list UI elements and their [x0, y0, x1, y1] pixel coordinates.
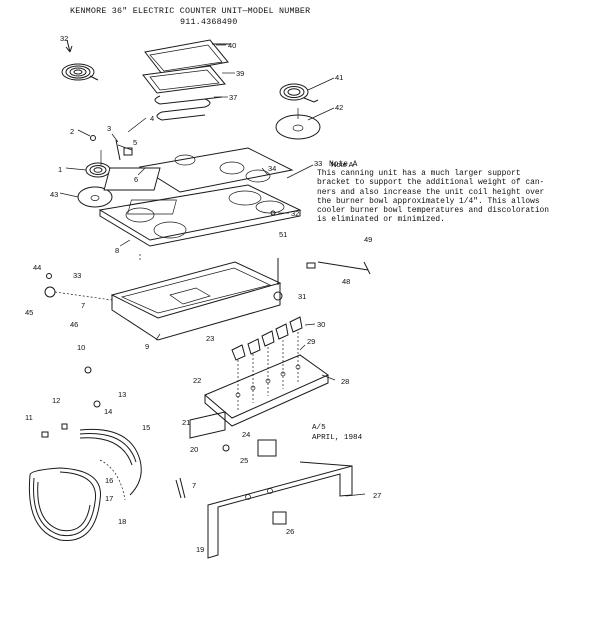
griddle-plate-40 — [144, 39, 230, 75]
part-label-49: 49 — [364, 235, 372, 244]
rod-48-49 — [306, 261, 371, 275]
part-label-29: 29 — [307, 337, 315, 346]
part-label-13: 13 — [118, 390, 126, 399]
part-label-51: 51 — [279, 230, 287, 239]
part-label-5: 5 — [133, 138, 137, 147]
cooktop-frame-8 — [98, 184, 302, 247]
part-label-12: 12 — [52, 396, 60, 405]
part-label-2: 2 — [70, 127, 74, 136]
leader-lines — [59, 44, 366, 497]
part-label-17: 17 — [105, 494, 113, 503]
small-brackets-24-26 — [257, 439, 287, 525]
revision-block: A/5 APRIL, 1984 — [312, 424, 362, 443]
part-label-18: 18 — [118, 517, 126, 526]
bracket-21 — [189, 411, 226, 439]
mounting-bracket-27 — [207, 461, 353, 559]
part-label-1: 1 — [58, 165, 62, 174]
part-label-22: 22 — [193, 376, 201, 385]
part-label-31: 31 — [298, 292, 306, 301]
part-label-26: 26 — [286, 527, 294, 536]
part-label-42: 42 — [335, 103, 343, 112]
revision-date: APRIL, 1984 — [312, 433, 363, 442]
part-label-34: 34 — [268, 164, 276, 173]
part-label-45: 45 — [25, 308, 33, 317]
part-label-11: 11 — [25, 413, 33, 422]
part-label-4: 4 — [150, 114, 154, 123]
part-label-24: 24 — [242, 430, 250, 439]
part-label-27: 27 — [373, 491, 381, 500]
note-line: is eliminated or minimized. — [317, 215, 445, 225]
note-a-ref: Note A — [331, 160, 354, 169]
part-label-6: 6 — [134, 175, 138, 184]
part-label-10: 10 — [77, 343, 85, 352]
coil-element-1 — [85, 162, 111, 178]
part-label-43: 43 — [50, 190, 58, 199]
control-panel-28 — [204, 332, 330, 427]
wiring-harness-15-17 — [28, 428, 186, 541]
griddle-coil-37 — [154, 95, 223, 121]
part-label-20: 20 — [190, 445, 198, 454]
drip-bowl-42 — [275, 108, 321, 140]
part-label-7b: 7 — [192, 481, 196, 490]
part-label-46: 46 — [70, 320, 78, 329]
part-label-9: 9 — [145, 342, 149, 351]
part-label-37: 37 — [229, 93, 237, 102]
note-line: bracket to support the additional weight… — [317, 178, 545, 188]
burner-box-9 — [110, 261, 282, 341]
part-label-21: 21 — [182, 418, 190, 427]
part-labels: 32 40 39 37 41 42 4 2 3 5 6 1 43 34 33 N… — [25, 34, 381, 554]
part-label-48: 48 — [342, 277, 350, 286]
note-line: cooler burner bowl temperatures and disc… — [317, 206, 550, 216]
part-label-19: 19 — [196, 545, 204, 554]
part-label-15: 15 — [142, 423, 150, 432]
fasteners — [41, 210, 283, 452]
part-label-44: 44 — [33, 263, 41, 272]
part-label-40: 40 — [228, 41, 236, 50]
part-label-28: 28 — [341, 377, 349, 386]
revision-code: A/5 — [312, 424, 326, 432]
part-label-41: 41 — [335, 73, 343, 82]
part-label-33: 33 — [314, 159, 322, 168]
part-label-7: 7 — [81, 301, 85, 310]
cooktop-top-34 — [103, 147, 294, 193]
part-label-32b: 32 — [291, 209, 299, 218]
part-label-25: 25 — [240, 456, 248, 465]
part-label-33b: 33 — [73, 271, 81, 280]
coil-element-41 — [279, 83, 319, 103]
part-label-16: 16 — [105, 476, 113, 485]
part-label-39: 39 — [236, 69, 244, 78]
model-number: 911.4368490 — [180, 17, 238, 27]
part-label-8: 8 — [115, 246, 119, 255]
coil-element-32 — [61, 39, 99, 81]
control-knobs-30 — [231, 316, 303, 361]
part-label-3: 3 — [107, 124, 111, 133]
diagram-title: KENMORE 36" ELECTRIC COUNTER UNIT—MODEL … — [70, 6, 311, 16]
griddle-gasket-39 — [142, 65, 226, 94]
note-line: ners and also increase the unit coil hei… — [317, 187, 545, 197]
note-a-block: Note A This canning unit has a much larg… — [317, 160, 602, 224]
note-line: This canning unit has a much larger supp… — [317, 169, 521, 179]
part-label-30: 30 — [317, 320, 325, 329]
part-label-23: 23 — [206, 334, 214, 343]
note-title: Note A — [329, 160, 358, 169]
part-label-32: 32 — [60, 34, 68, 43]
note-line: the burner bowl approximately 1/4". This… — [317, 196, 540, 206]
small-parts-2-5 — [90, 135, 133, 166]
part-label-14: 14 — [104, 407, 112, 416]
